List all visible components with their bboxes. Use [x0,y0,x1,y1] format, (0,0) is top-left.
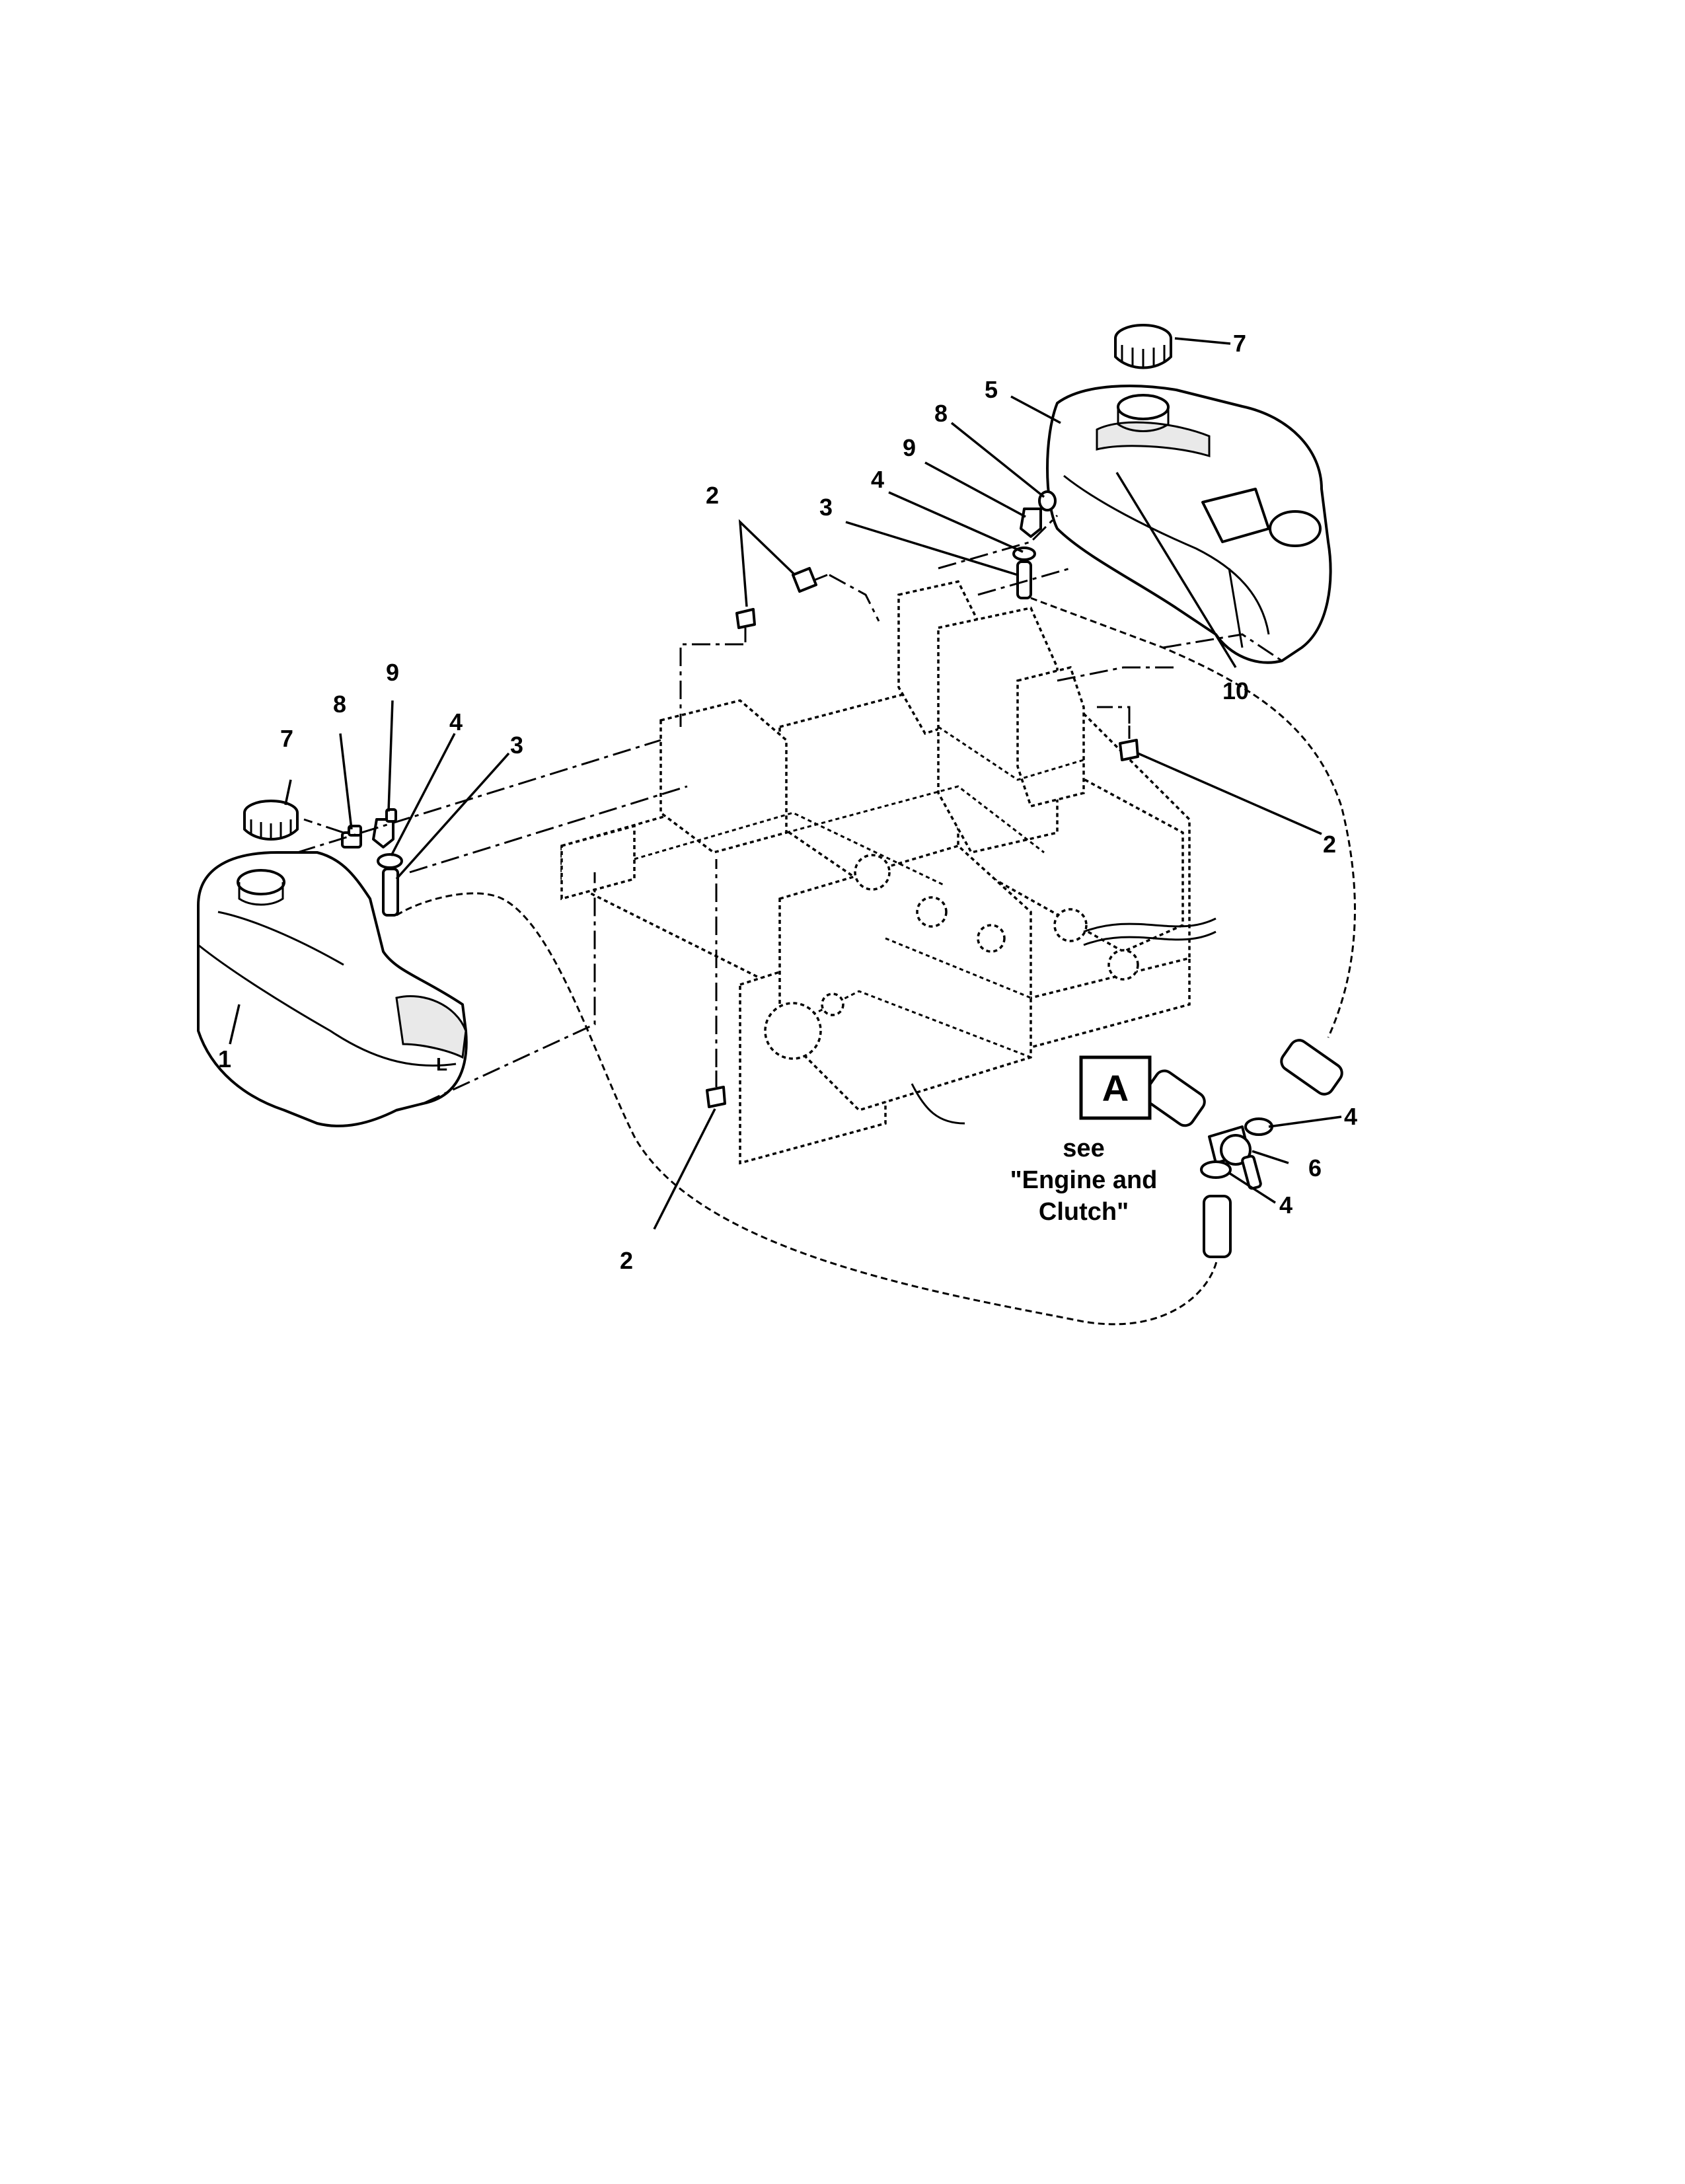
callout-4-clamp-left: 4 [449,708,463,735]
screw-right [1119,726,1139,761]
hose-valve-right [1280,1039,1343,1096]
svg-text:L: L [436,1054,447,1074]
screw-top-a [792,567,828,593]
hose-left [382,868,399,917]
hose-valve-lower [1203,1195,1232,1258]
hose-valve-left [1143,1069,1206,1127]
screw-top-b [735,608,756,642]
callout-2-screw-top: 2 [706,482,719,509]
elbow-top-right [1020,508,1042,538]
leader-lines [229,337,1342,1230]
callout-1-tank-left: 1 [218,1045,231,1073]
reference-box-a: A [1079,1055,1152,1120]
reference-note-line3: Clutch" [1039,1198,1129,1226]
clamp-left [377,853,403,869]
reference-box-frame [1079,1055,1152,1120]
hose-top-right [1016,560,1032,599]
chassis-frame [560,580,1217,1165]
fuel-cap-left [243,800,299,841]
callout-7-cap-right: 7 [1233,330,1246,357]
callout-5-tank-right: 5 [985,376,998,403]
callout-8-fitting-top-right: 8 [934,400,948,427]
reference-note-line1: see [1063,1135,1104,1162]
callout-3-hose-left: 3 [510,732,523,759]
callout-9-elbow-top-right: 9 [903,434,916,461]
callout-10-decal-right: 10 [1222,677,1249,704]
callout-labels: 1 2 2 2 3 3 4 4 4 4 5 6 7 7 8 8 9 9 10 [218,330,1357,1274]
reference-box-label: A [1102,1067,1129,1109]
callout-2-screw-bottom: 2 [620,1247,633,1274]
callout-4-clamp-top-right: 4 [871,466,884,493]
fuel-tank-right [1046,385,1332,664]
clamp-valve-upper [1244,1117,1273,1136]
reference-note: see "Engine and Clutch" [1010,1135,1158,1226]
callout-4-clamp-valve-upper: 4 [1344,1103,1357,1130]
reference-note-line2: "Engine and [1010,1166,1158,1194]
callout-4-clamp-valve-lower: 4 [1279,1191,1292,1219]
fuel-cap-right [1114,324,1172,369]
elbow-left [372,808,397,848]
fuel-tank-left: L [197,851,468,1127]
callout-2-screw-right: 2 [1323,831,1336,858]
callout-6-valve: 6 [1308,1154,1322,1182]
callout-7-cap-left: 7 [280,725,293,752]
callout-8-fitting-left: 8 [333,691,346,718]
callout-3-hose-top-right: 3 [819,494,833,521]
assembly-lines [297,514,1356,1326]
clamp-valve-lower [1200,1160,1232,1179]
callout-9-elbow-left: 9 [386,659,399,686]
fuel-shutoff-valve [1208,1125,1262,1190]
screw-bottom [706,1071,726,1108]
